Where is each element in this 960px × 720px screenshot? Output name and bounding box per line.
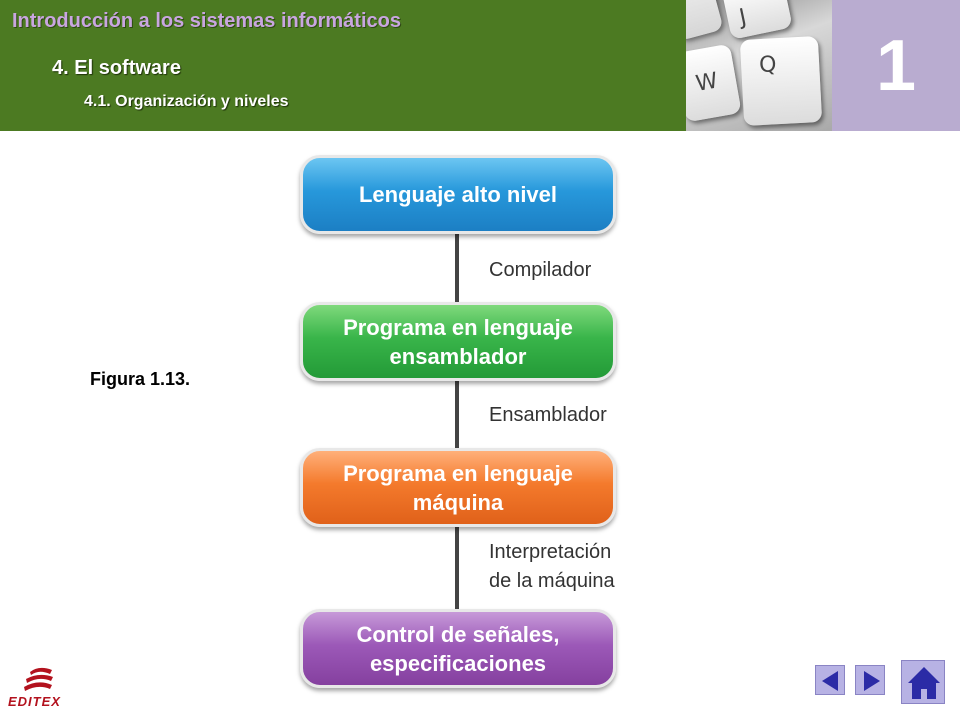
keyboard-key-j: J — [721, 0, 793, 40]
next-arrow-icon — [864, 671, 880, 691]
transition-line: Compilador — [489, 259, 592, 281]
level-box-signal-control: Control de señales, especificaciones — [300, 609, 616, 688]
transition-line: Interpretación — [489, 541, 612, 563]
transition-label-assembler: Ensamblador — [489, 401, 607, 430]
header-banner: Introducción a los sistemas informáticos… — [0, 0, 686, 131]
key-letter: J — [737, 4, 749, 31]
next-button[interactable] — [855, 665, 885, 695]
level-box-high-level-language: Lenguaje alto nivel — [300, 155, 616, 234]
keyboard-key-w: W — [686, 43, 742, 123]
editex-logo: EDITEX — [8, 666, 74, 712]
connector-line — [455, 381, 459, 448]
transition-label-compiler: Compilador — [489, 256, 591, 285]
chapter-number-box: 1 — [832, 0, 960, 131]
logo-text: EDITEX — [8, 694, 61, 709]
level-label: Control de señales, — [356, 621, 560, 647]
previous-button[interactable] — [815, 665, 845, 695]
course-title: Introducción a los sistemas informáticos — [12, 10, 401, 32]
connector-line — [455, 234, 459, 302]
connector-line — [455, 527, 459, 609]
transition-line: de la máquina — [489, 570, 615, 592]
level-label: máquina — [412, 489, 504, 515]
level-label: ensamblador — [389, 343, 527, 369]
level-label: Programa en lenguaje — [343, 314, 573, 340]
level-label: especificaciones — [369, 650, 547, 676]
level-label: Lenguaje alto nivel — [358, 182, 558, 207]
figure-caption: Figura 1.13. — [90, 369, 191, 389]
level-box-machine-program: Programa en lenguaje máquina — [300, 448, 616, 527]
keyboard-key — [686, 0, 724, 42]
level-box-assembly-program: Programa en lenguaje ensamblador — [300, 302, 616, 381]
keyboard-key-q: Q — [739, 36, 823, 126]
editex-logo-icon — [24, 667, 53, 691]
home-icon — [908, 667, 940, 699]
previous-arrow-icon — [822, 671, 838, 691]
key-letter: W — [693, 68, 720, 97]
keyboard-image: J W Q — [686, 0, 832, 131]
transition-label-interpretation: Interpretación de la máquina — [489, 538, 615, 596]
transition-line: Ensamblador — [489, 404, 607, 426]
chapter-number: 1 — [875, 26, 917, 106]
key-letter: Q — [758, 52, 778, 79]
level-label: Programa en lenguaje — [343, 460, 573, 486]
home-button[interactable] — [901, 660, 945, 704]
section-title: 4.1. Organización y niveles — [84, 93, 289, 110]
chapter-title: 4. El software — [52, 57, 181, 79]
